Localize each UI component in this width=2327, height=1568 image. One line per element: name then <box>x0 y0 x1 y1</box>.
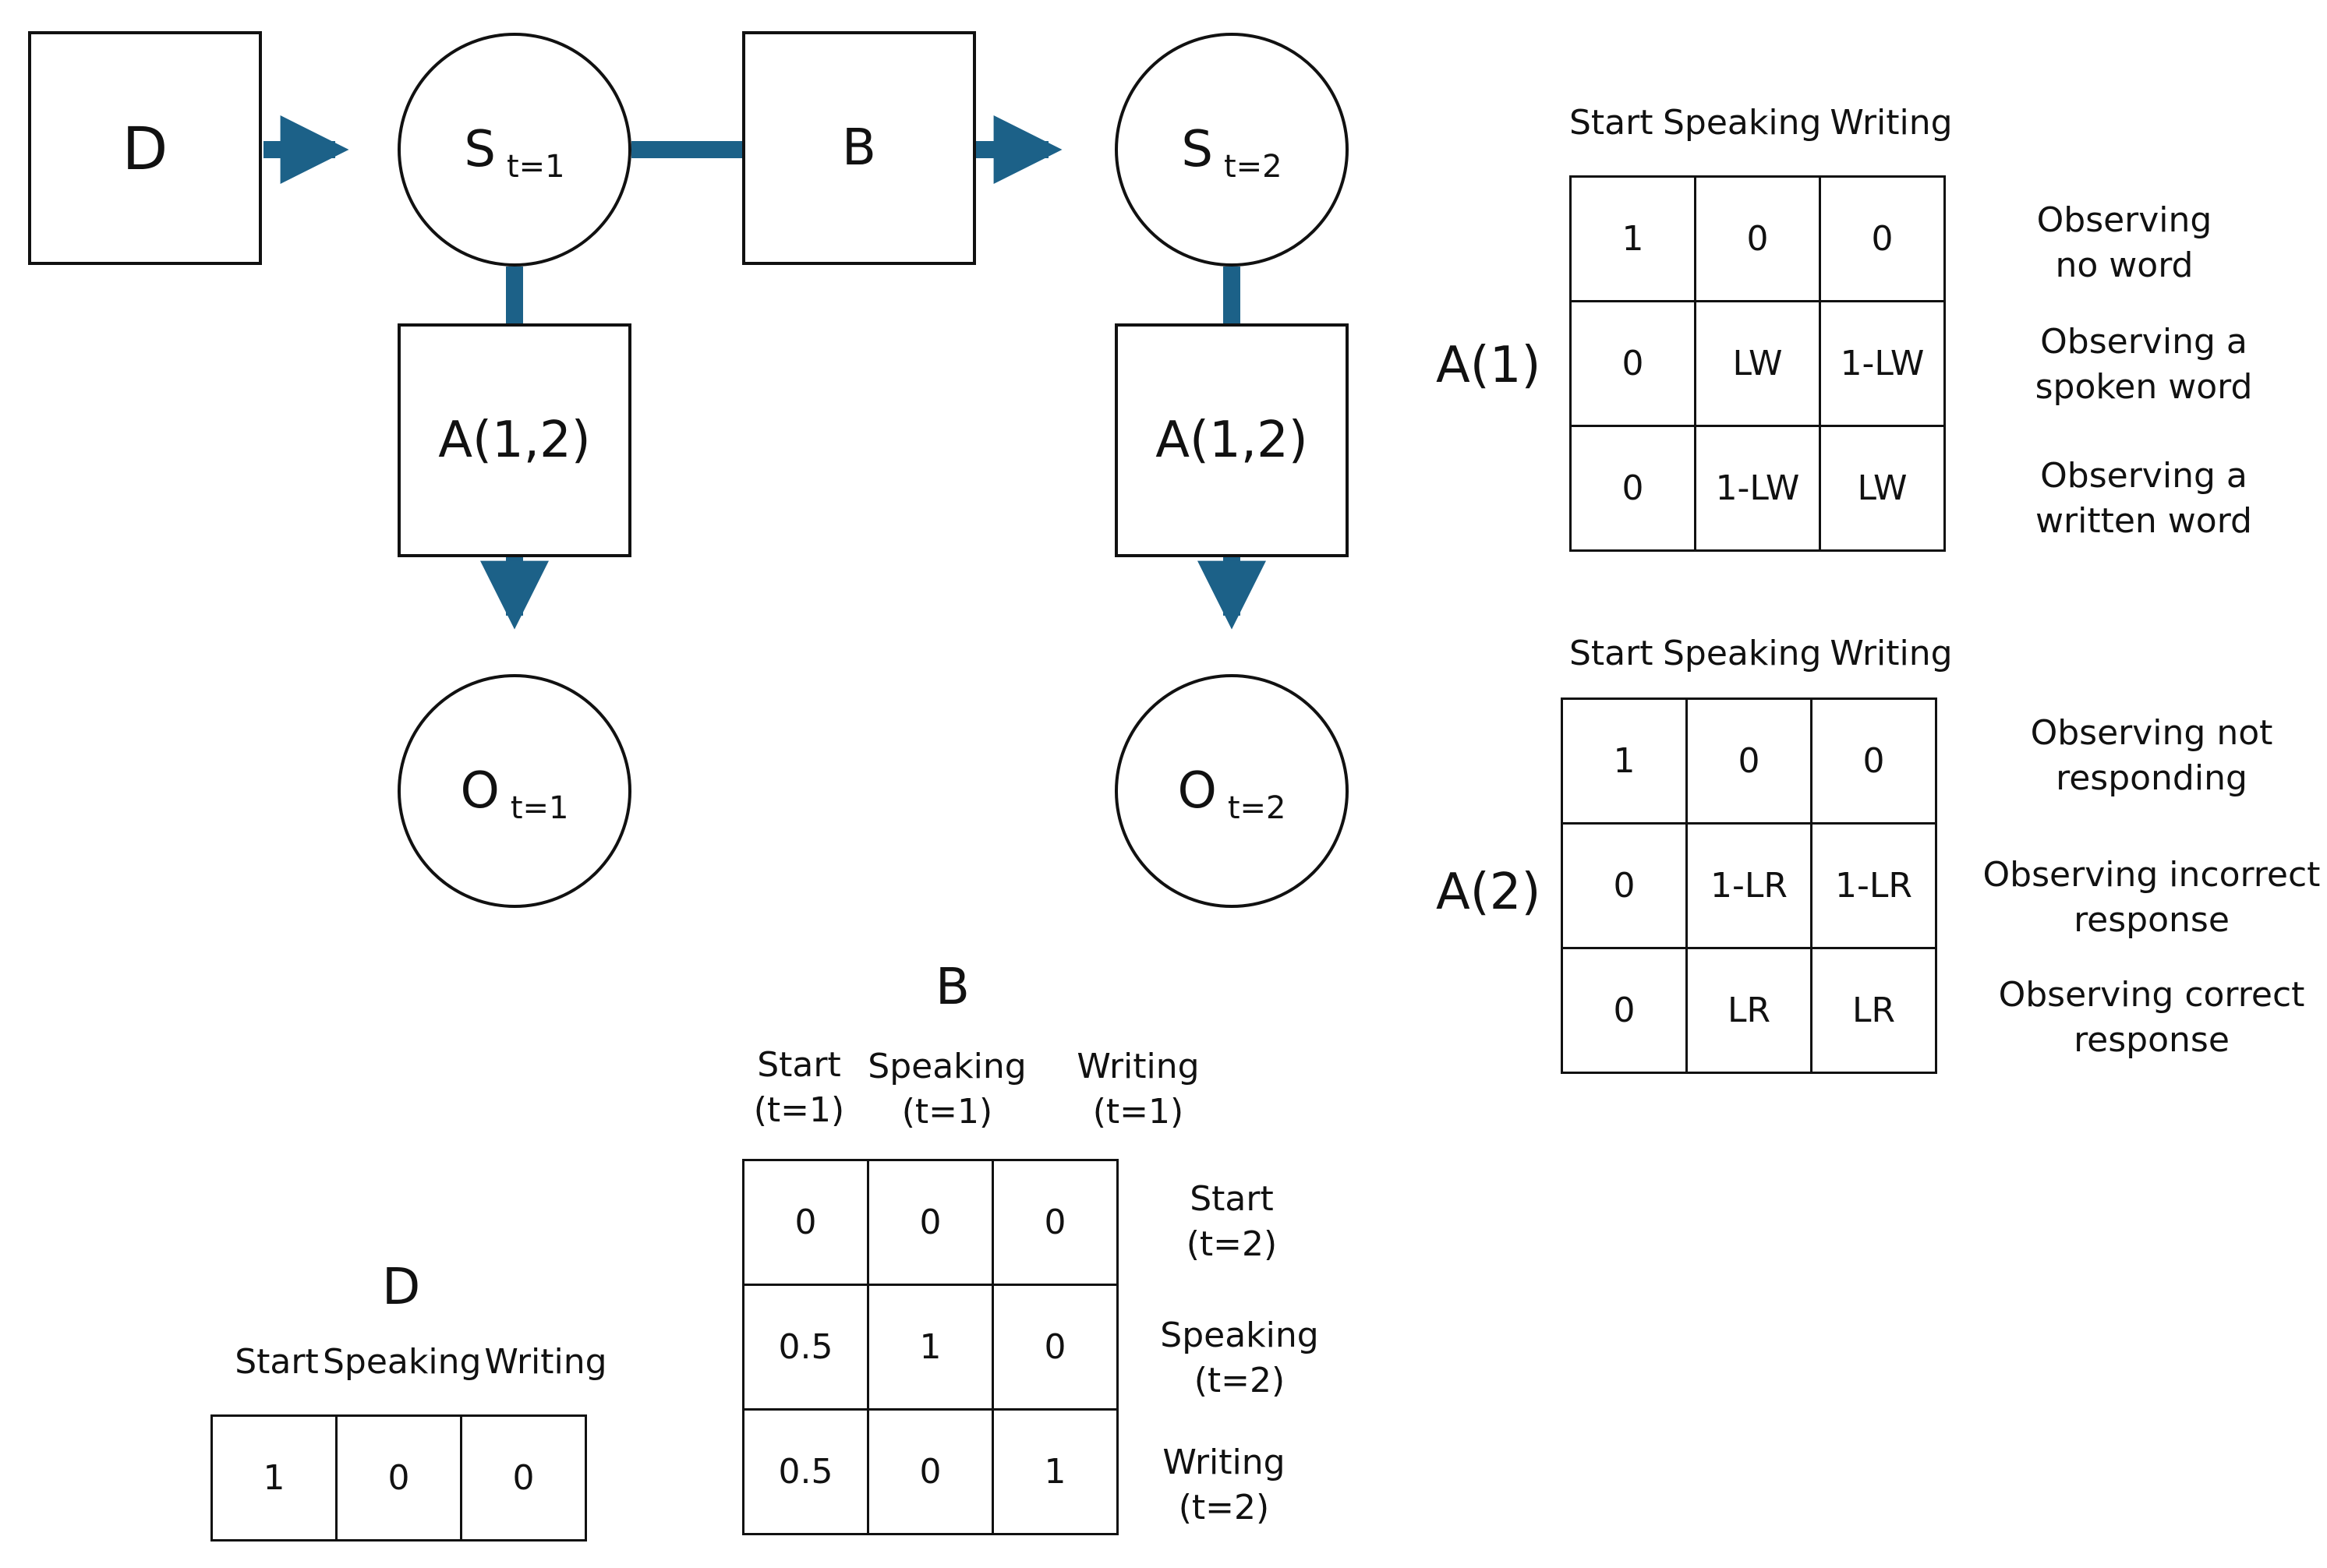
node-s-t2-symbol: S <box>1181 121 1213 178</box>
node-a-left: A(1,2) <box>398 323 631 557</box>
b-name: B <box>935 959 970 1016</box>
b-col-label-1: Speaking(t=1) <box>868 1047 1027 1132</box>
table-row: 0 LW 1-LW <box>1569 300 1946 427</box>
d-header-writing: Writing <box>484 1342 607 1382</box>
node-o-t1-symbol: O <box>460 762 500 820</box>
node-b: B <box>742 31 976 265</box>
b-cell: 1 <box>992 1408 1119 1535</box>
node-d: D <box>28 31 262 265</box>
b-col-label-0: Start(t=1) <box>753 1045 845 1130</box>
b-cell: 0 <box>742 1159 869 1286</box>
b-cell: 0 <box>992 1159 1119 1286</box>
a2-name: A(2) <box>1436 863 1541 921</box>
d-header-start: Start <box>235 1342 319 1382</box>
b-row-label-1: Speaking(t=2) <box>1160 1315 1319 1400</box>
a2-grid: 1 0 0 0 1-LR 1-LR 0 LR LR <box>1561 697 1937 1074</box>
d-cell: 1 <box>210 1414 338 1542</box>
table-row: 1 0 0 <box>1561 697 1937 825</box>
d-cell: 0 <box>335 1414 462 1542</box>
a2-cell: 0 <box>1561 947 1688 1074</box>
b-col-label-2: Writing(t=1) <box>1077 1047 1200 1132</box>
table-row: 0 1-LR 1-LR <box>1561 822 1937 949</box>
a2-header-speaking: Speaking <box>1663 634 1822 673</box>
node-s-t1-subscript: t=1 <box>506 149 565 185</box>
a1-cell: 0 <box>1569 425 1696 552</box>
b-grid: 0 0 0 0.5 1 0 0.5 0 1 <box>742 1159 1119 1535</box>
node-o-t2-subscript: t=2 <box>1227 790 1286 826</box>
b-cell: 0 <box>867 1159 994 1286</box>
d-cell: 0 <box>460 1414 587 1542</box>
table-row: 0.5 1 0 <box>742 1284 1119 1411</box>
table-row: 0.5 0 1 <box>742 1408 1119 1535</box>
a1-cell: 1 <box>1569 175 1696 302</box>
table-row: 0 1-LW LW <box>1569 425 1946 552</box>
a2-cell: 1 <box>1561 697 1688 825</box>
b-cell: 1 <box>867 1284 994 1411</box>
d-header-speaking: Speaking <box>323 1342 482 1382</box>
b-cell: 0.5 <box>742 1408 869 1535</box>
b-row-label-2: Writing(t=2) <box>1162 1443 1286 1527</box>
table-row: 1 0 0 <box>210 1414 587 1542</box>
a1-header-writing: Writing <box>1830 103 1953 143</box>
node-o-t2-symbol: O <box>1177 762 1217 820</box>
d-grid: 1 0 0 <box>210 1414 587 1542</box>
a1-header-start: Start <box>1569 103 1653 143</box>
node-s-t1-symbol: S <box>464 121 496 178</box>
d-name: D <box>382 1259 421 1316</box>
b-cell: 0.5 <box>742 1284 869 1411</box>
node-o-t1-subscript: t=1 <box>510 790 569 826</box>
a1-cell: 0 <box>1819 175 1946 302</box>
a2-header-writing: Writing <box>1830 634 1953 673</box>
a1-cell: LW <box>1819 425 1946 552</box>
node-a-right-label: A(1,2) <box>1155 411 1308 469</box>
a2-cell: 0 <box>1561 822 1688 949</box>
node-d-label: D <box>122 113 168 183</box>
a1-cell: 0 <box>1694 175 1821 302</box>
a1-cell: 1-LW <box>1694 425 1821 552</box>
a2-cell: LR <box>1810 947 1937 1074</box>
a2-cell: 1-LR <box>1685 822 1812 949</box>
b-cell: 0 <box>992 1284 1119 1411</box>
a2-cell: 0 <box>1810 697 1937 825</box>
table-row: 1 0 0 <box>1569 175 1946 302</box>
node-a-right: A(1,2) <box>1115 323 1349 557</box>
a2-cell: LR <box>1685 947 1812 1074</box>
table-row: 0 LR LR <box>1561 947 1937 1074</box>
a1-cell: LW <box>1694 300 1821 427</box>
a2-cell: 0 <box>1685 697 1812 825</box>
b-cell: 0 <box>867 1408 994 1535</box>
a1-header-speaking: Speaking <box>1663 103 1822 143</box>
node-s-t2-subscript: t=2 <box>1223 149 1282 185</box>
node-b-label: B <box>842 119 876 177</box>
a1-cell: 0 <box>1569 300 1696 427</box>
a1-grid: 1 0 0 0 LW 1-LW 0 1-LW LW <box>1569 175 1946 552</box>
node-a-left-label: A(1,2) <box>438 411 591 469</box>
a2-cell: 1-LR <box>1810 822 1937 949</box>
a2-header-start: Start <box>1569 634 1653 673</box>
a1-cell: 1-LW <box>1819 300 1946 427</box>
b-row-label-0: Start(t=2) <box>1186 1179 1278 1264</box>
a1-name: A(1) <box>1436 337 1541 394</box>
table-row: 0 0 0 <box>742 1159 1119 1286</box>
